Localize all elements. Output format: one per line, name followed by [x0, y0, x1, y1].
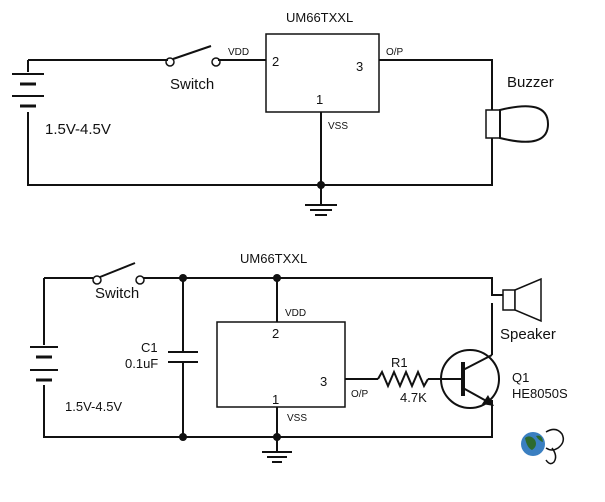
c2-resistor-name: R1 [391, 355, 408, 370]
c1-buzzer-symbol [485, 105, 550, 143]
c2-resistor-value: 4.7K [400, 390, 427, 405]
c1-switch-symbol [165, 45, 221, 67]
c2-pin1-label: 1 [272, 392, 279, 407]
c2-switch-label: Switch [95, 285, 139, 302]
c1-ic-name: UM66TXXL [286, 10, 353, 25]
c1-pin-op-label: O/P [386, 47, 404, 58]
c2-transistor-symbol [440, 349, 500, 409]
c1-junction-dot [317, 181, 325, 189]
c1-wire-op-buzzer [379, 59, 493, 110]
c2-ground-symbol [262, 451, 292, 463]
c2-junction-dot [179, 433, 187, 441]
c1-ic-box [265, 33, 380, 113]
c1-wire-battery-bottom [27, 112, 493, 186]
c2-transistor-value: HE8050S [512, 386, 568, 401]
c1-wire-top-left [27, 59, 168, 70]
c2-transistor-name: Q1 [512, 370, 529, 385]
c2-junction-dot [273, 274, 281, 282]
c2-pin2-label: 2 [272, 326, 279, 341]
c2-resistor-symbol [377, 369, 429, 389]
c2-pin-op-label: O/P [351, 389, 369, 400]
c2-wire-left [43, 278, 493, 438]
c1-switch-label: Switch [170, 76, 214, 93]
c2-switch-symbol [92, 262, 145, 285]
c2-speaker-label: Speaker [500, 326, 556, 343]
c1-buzzer-label: Buzzer [507, 74, 554, 91]
c1-pin-vss-label: VSS [328, 121, 348, 132]
c1-battery-symbol [12, 73, 44, 108]
c2-capacitor-name: C1 [141, 340, 158, 355]
c2-ic-box [216, 321, 346, 408]
c2-wire-top-main [143, 277, 503, 296]
c1-pin1-label: 1 [316, 92, 323, 107]
c2-battery-label: 1.5V-4.5V [65, 399, 122, 414]
c2-battery-symbol [30, 346, 58, 382]
c2-junction-dot [179, 274, 187, 282]
c2-pin-vss-label: VSS [287, 413, 307, 424]
c2-pin-vdd-label: VDD [285, 308, 306, 319]
c2-capacitor-value: 0.1uF [125, 356, 158, 371]
c2-junction-dot [273, 433, 281, 441]
c1-battery-label: 1.5V-4.5V [45, 121, 111, 138]
c2-capacitor-symbol [168, 351, 198, 363]
c1-pin2-label: 2 [272, 54, 279, 69]
c2-speaker-symbol [502, 277, 542, 323]
c2-ic-name: UM66TXXL [240, 251, 307, 266]
c2-pin3-label: 3 [320, 374, 327, 389]
circuit-1: UM66TXXL VDD 2 3 1 O/P VSS Switch 1.5V-4… [12, 10, 554, 216]
c1-pin-vdd-label: VDD [228, 47, 249, 58]
site-logo [521, 428, 565, 465]
c1-ground-symbol [305, 204, 337, 216]
c1-pin3-label: 3 [356, 59, 363, 74]
circuit-2: UM66TXXL Switch VDD 2 3 1 O/P VSS C1 0.1… [30, 251, 568, 463]
